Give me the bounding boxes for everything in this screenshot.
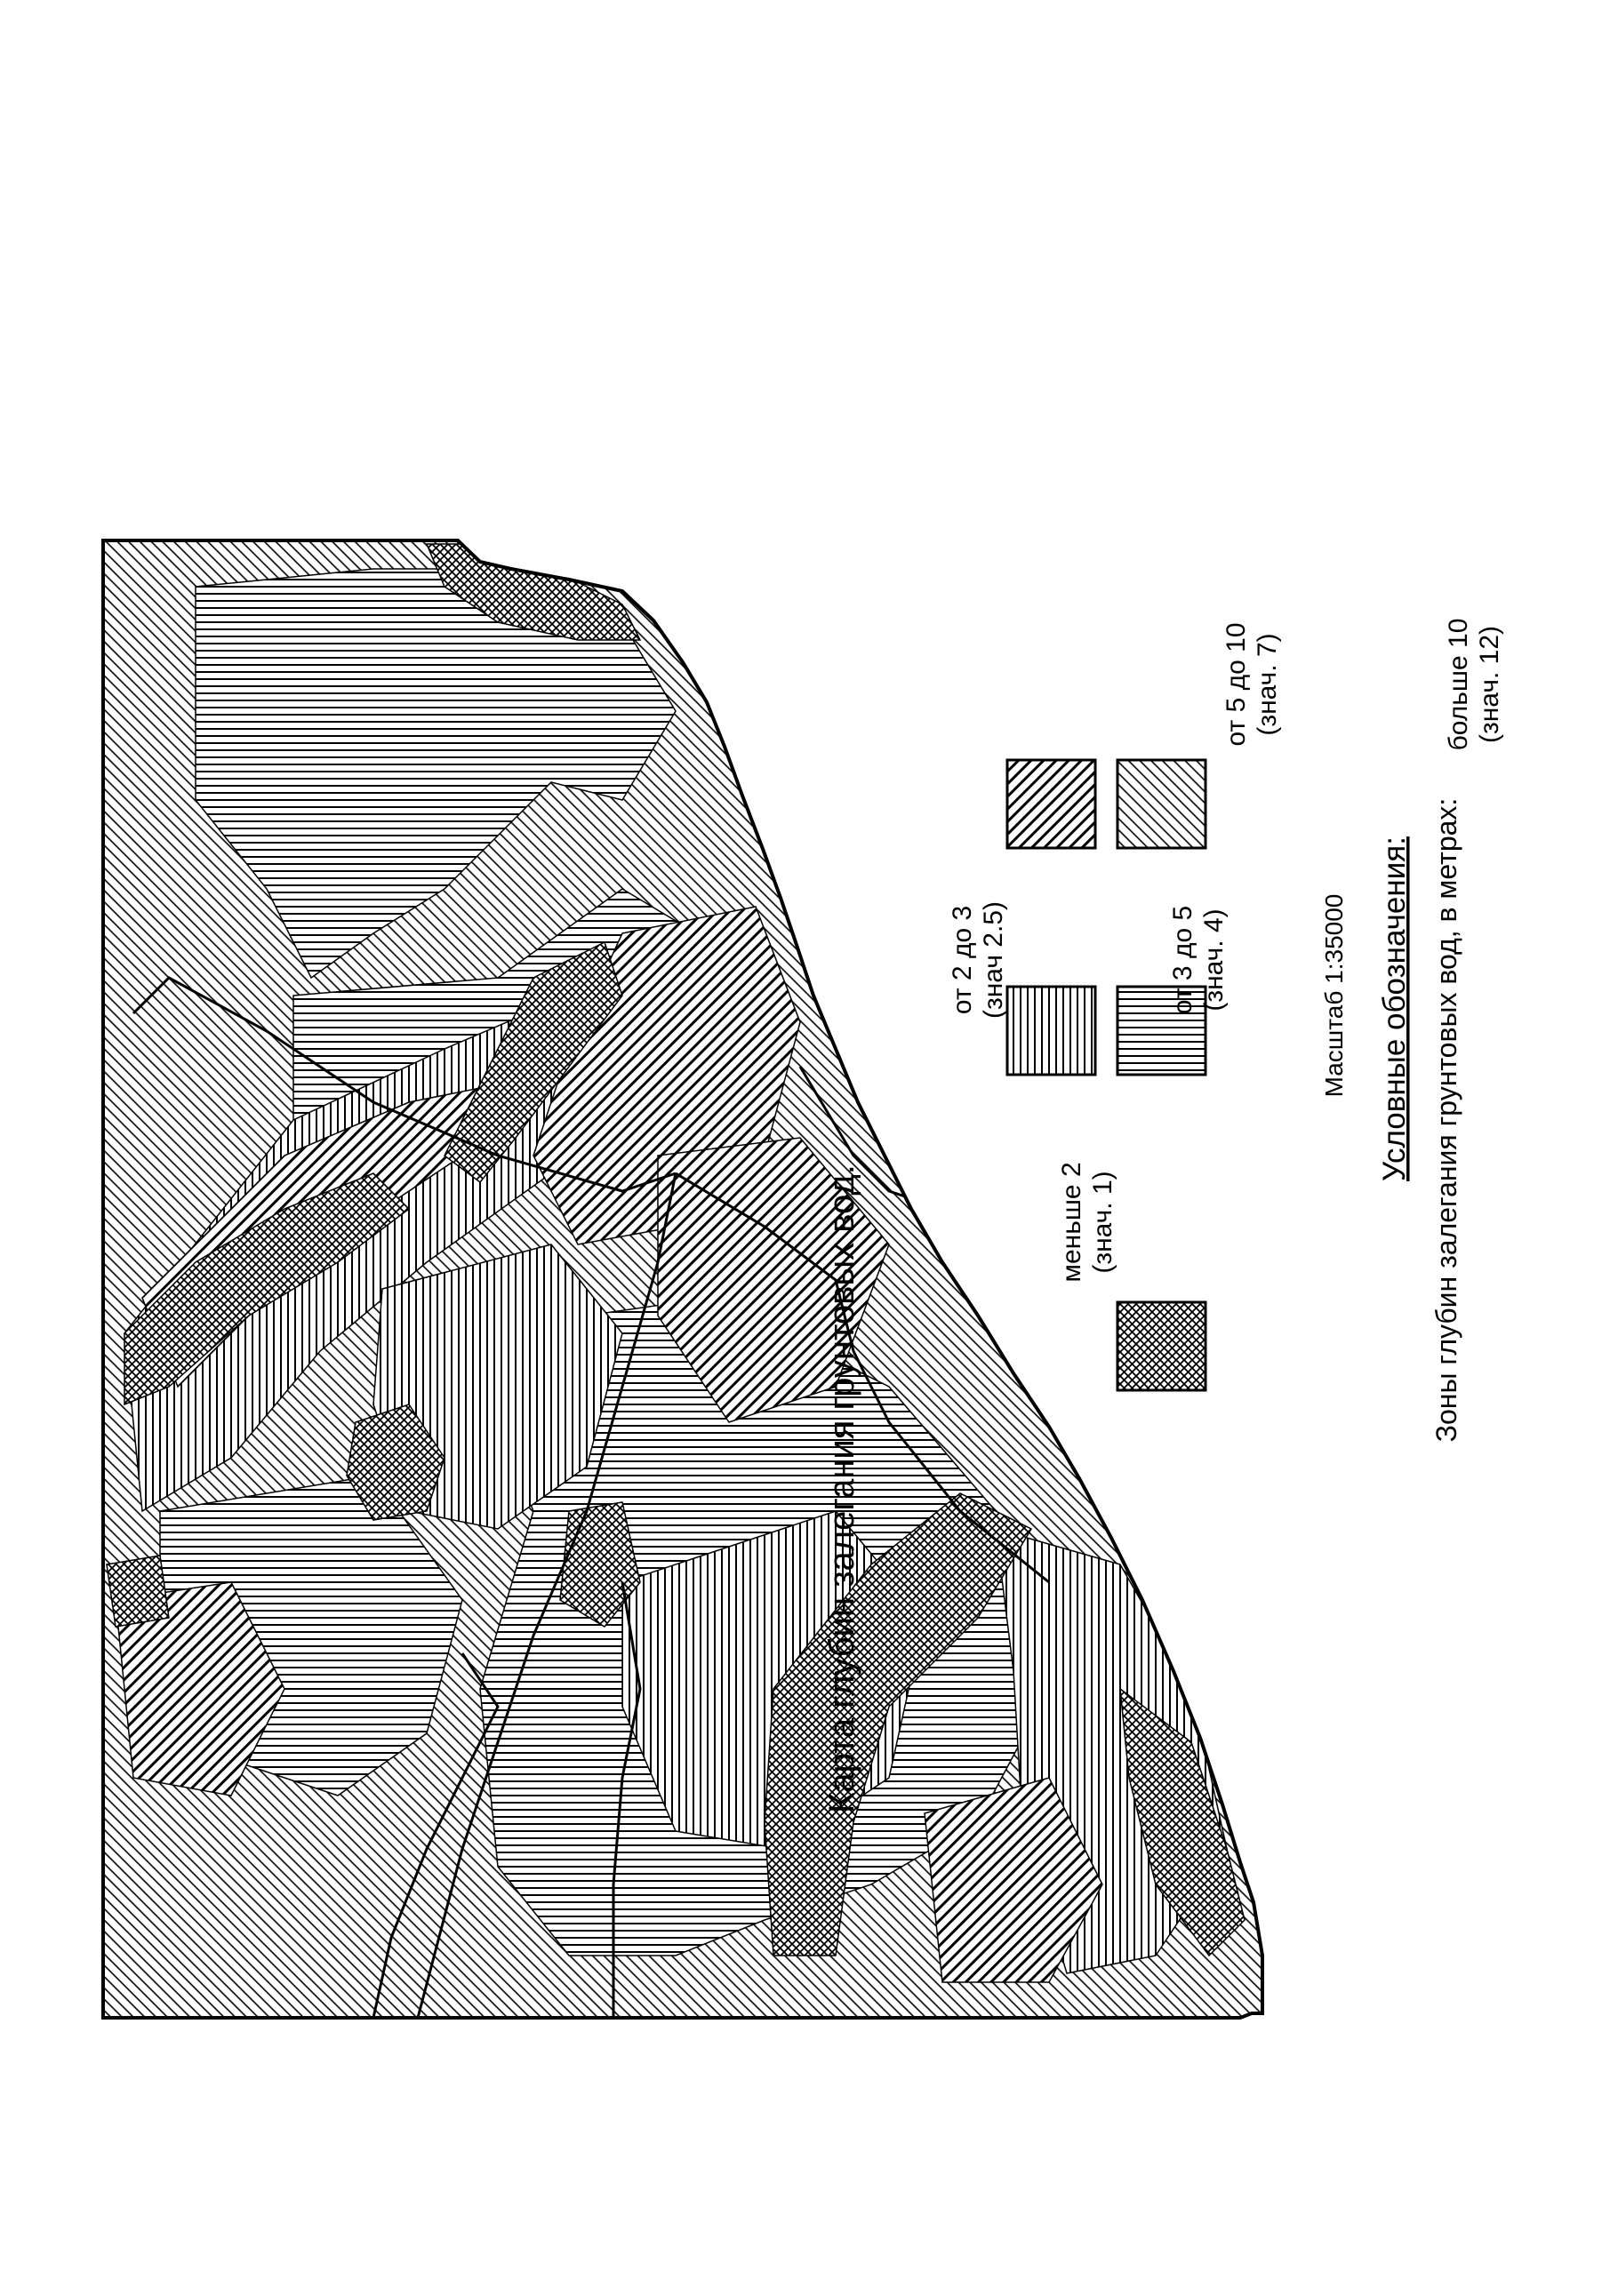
zone-lt2-chain-a [444,940,623,1184]
legend-subtitle: Зоны глубин залегания грунтовых вод, в м… [1430,798,1462,1443]
zone-lt2-mid [559,1501,641,1628]
map-scale: Масштаб 1:35000 [1320,894,1348,1098]
zone-5-10-south [657,1137,890,1423]
boundary-line-4 [372,1652,500,2018]
legend-label-2-3: от 2 до 3 [948,906,977,1014]
legend-code-2-3: (знач 2.5) [979,901,1008,1019]
legend-label-lt2: меньше 2 [1057,1162,1086,1282]
legend-swatch-3-5 [1116,985,1207,1076]
legend-label-gt10: больше 10 [1444,619,1473,751]
map-outline [101,539,1264,2020]
zone-lt2-south [764,1492,1033,1956]
zone-5-10-southeast [924,1777,1103,1983]
legend-code-5-10: (знач. 7) [1253,633,1282,735]
boundary-line-5 [612,1581,642,2018]
boundary-line-3 [675,1172,1050,1584]
legend-swatch-gt10 [1116,758,1207,850]
map-title: Карта глубин залегания грунтовых вод. [822,1164,861,1813]
legend-swatch-5-10 [1005,758,1097,850]
legend-code-3-5: (знач. 4) [1199,908,1229,1011]
legend-code-gt10: (знач. 12) [1475,626,1504,743]
zone-lt2-chain-b [124,1172,411,1406]
zone-lt2-left [106,1555,170,1628]
boundary-line-2 [416,1172,677,2018]
boundary-line-1 [132,976,677,1193]
zone-lt2-blob [346,1404,445,1521]
legend-swatch-2-3 [1005,985,1097,1076]
map-zones [103,540,1262,2018]
legend-code-lt2: (знач. 1) [1088,1171,1117,1273]
legend-label-3-5: от 3 до 5 [1168,906,1197,1014]
legend-heading: Условные обозначения: [1377,836,1412,1181]
legend-swatch-lt2 [1116,1300,1207,1392]
zone-5-10-southwest [115,1581,285,1796]
legend [1005,758,1207,1392]
legend-label-5-10: от 5 до 10 [1222,622,1251,746]
zone-lt2-coast [1119,1687,1246,1957]
